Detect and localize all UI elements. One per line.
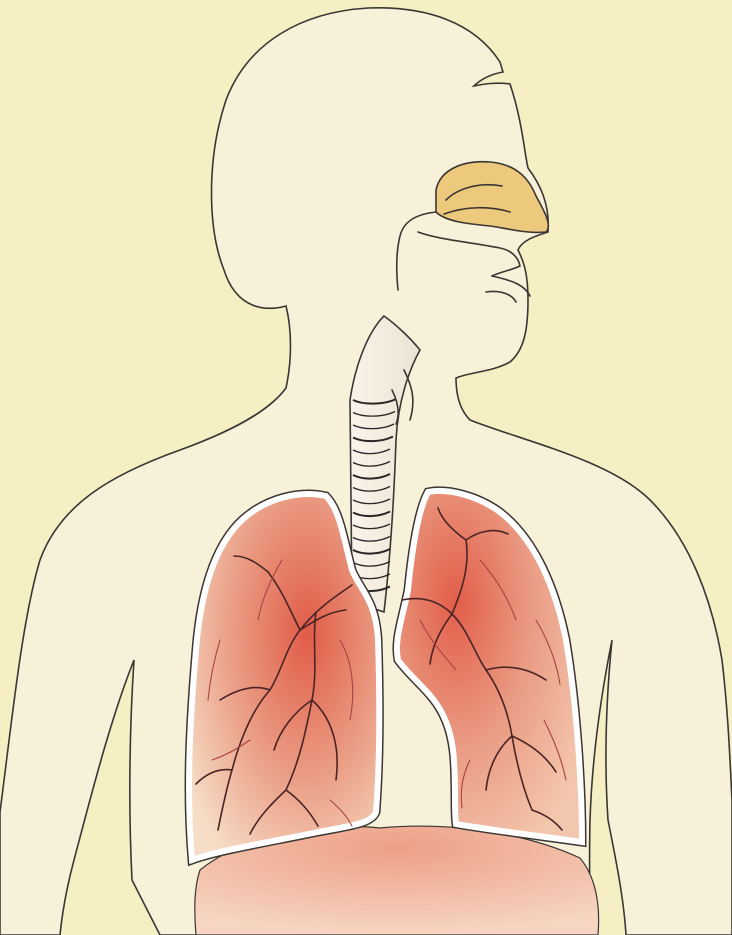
right-lung-icon [189,494,379,860]
